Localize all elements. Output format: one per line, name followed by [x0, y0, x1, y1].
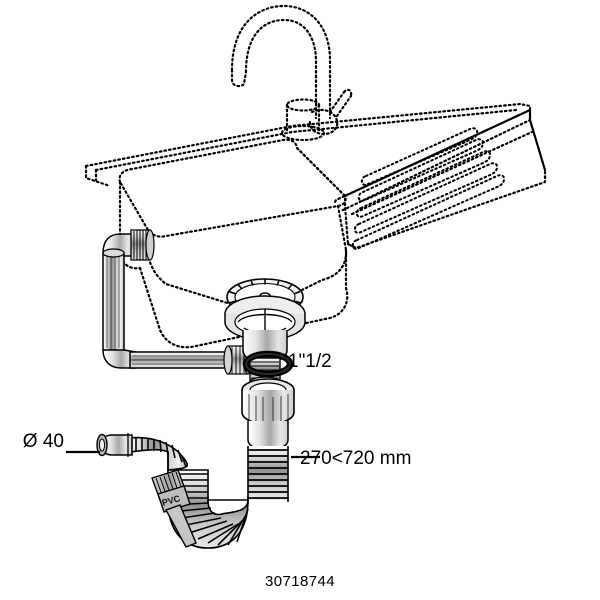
sink-top-rim-inner — [94, 108, 518, 182]
sealing-washer — [242, 350, 294, 378]
sink-assembly-outline — [84, 4, 547, 349]
pipe-horizontal-run — [129, 436, 189, 471]
leader-lines — [66, 450, 320, 459]
thread-size-label: 1"1/2 — [288, 351, 332, 372]
outlet-connector — [96, 433, 133, 457]
pipe-tie-bracket — [207, 496, 249, 504]
glue-brush: PVC — [151, 469, 197, 548]
drainboard — [343, 108, 547, 250]
mixer-tap — [230, 4, 353, 142]
outlet-diameter-label: Ø 40 — [23, 431, 64, 452]
part-number-label: 30718744 — [265, 573, 335, 590]
overflow-collar — [130, 229, 155, 261]
sink-bowl-opening — [118, 138, 347, 238]
pipe-vertical-run — [247, 446, 289, 502]
flexible-waste-pipe — [129, 436, 289, 549]
drainboard-grooves — [351, 127, 506, 250]
pipe-length-label: 270<720 mm — [300, 448, 411, 469]
overflow-pipe — [102, 229, 253, 375]
coupling-nut — [241, 378, 295, 451]
